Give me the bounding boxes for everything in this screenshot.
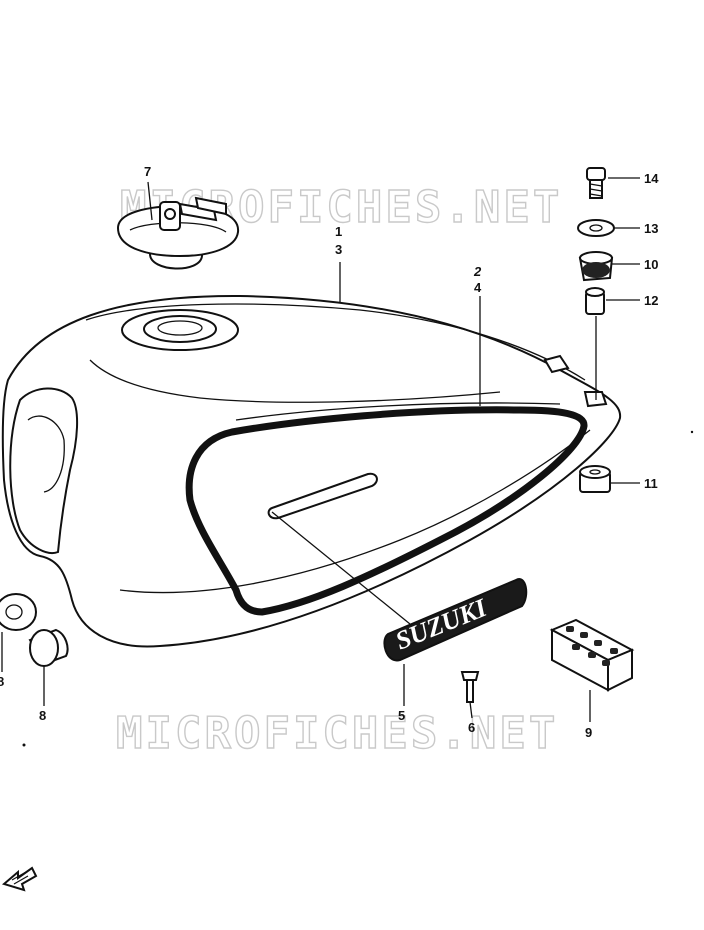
fuel-cap: [116, 196, 240, 270]
callout-8-left: 8: [0, 674, 4, 689]
screw: [460, 671, 480, 703]
cushion-front-1: [0, 593, 37, 631]
callout-5: 5: [398, 708, 405, 723]
rubber-pad: [549, 618, 635, 692]
callout-4: 4: [474, 280, 482, 295]
fuel-tank: [1, 294, 622, 648]
callout-1: 1: [335, 224, 342, 239]
callout-2: 2: [473, 264, 482, 279]
cushion-rubber: [578, 251, 614, 282]
callout-7: 7: [144, 164, 151, 179]
callout-11: 11: [644, 476, 658, 491]
washer: [577, 219, 615, 237]
callout-14: 14: [644, 171, 659, 186]
callout-8-right: 8: [39, 708, 46, 723]
callout-10: 10: [644, 257, 658, 272]
callout-3: 3: [335, 242, 342, 257]
collar: [585, 287, 605, 315]
callout-12: 12: [644, 293, 658, 308]
callout-13: 13: [644, 221, 658, 236]
cushion-front-2: [28, 628, 69, 667]
callout-6: 6: [468, 720, 475, 735]
emblem-text: SUZUKI: [391, 593, 491, 656]
callout-9: 9: [585, 725, 592, 740]
dot-mark: [22, 743, 26, 747]
dot-mark: [690, 430, 694, 434]
cushion-rear: [579, 465, 611, 493]
leader-lines: [1, 177, 640, 722]
bolt: [586, 167, 606, 199]
watermark-bottom: MICROFICHES.NET: [116, 708, 558, 759]
direction-arrow-icon: [1, 866, 38, 892]
